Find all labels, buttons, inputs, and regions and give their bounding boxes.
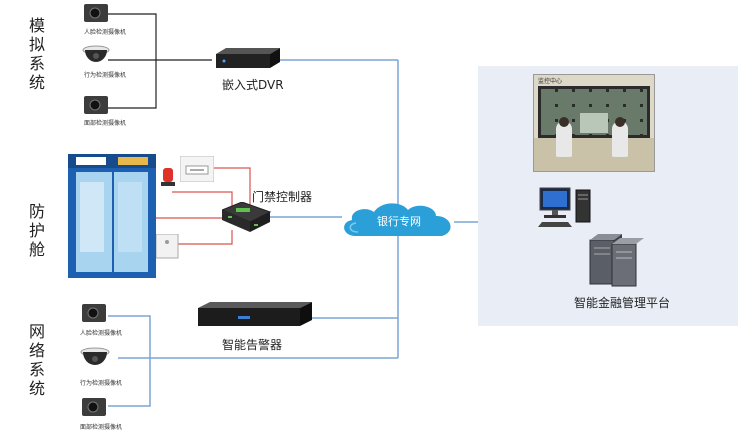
protection-booth-icon — [68, 154, 156, 278]
analog-behavior-camera-label: 行为检测摄像机 — [84, 72, 127, 79]
network-dome-camera-icon — [80, 347, 110, 365]
network-behavior-camera-label: 行为检测摄像机 — [80, 380, 123, 387]
sensor-box-icon — [156, 234, 179, 259]
access-controller-label: 门禁控制器 — [252, 190, 313, 204]
platform-label: 智能金融管理平台 — [574, 296, 671, 310]
red-link-2 — [172, 191, 233, 206]
analog-face-camera-label: 人脸检测摄像机 — [84, 29, 127, 36]
warning-light-icon — [161, 168, 175, 186]
network-mask-camera-icon — [82, 398, 106, 416]
red-link-4 — [178, 230, 233, 245]
network-face-camera-icon — [82, 304, 106, 322]
alarm-label: 智能告警器 — [222, 338, 283, 352]
alarm-device-icon — [198, 302, 312, 326]
monitor-center-label: 监控中心 — [538, 78, 563, 85]
cloud-label: 银行专网 — [377, 215, 421, 228]
protection-booth-label: 防护舱 — [28, 202, 45, 259]
network-face-camera-label: 人脸检测摄像机 — [80, 330, 123, 337]
server-icon — [589, 234, 644, 287]
pc-workstation-icon — [538, 187, 591, 227]
monitor-center-photo: 监控中心 — [533, 74, 655, 172]
analog-face-camera-icon — [84, 4, 108, 22]
analog-dome-camera-icon — [82, 45, 110, 62]
dvr-icon — [216, 48, 280, 68]
dvr-label: 嵌入式DVR — [222, 78, 284, 92]
analog-bus-line — [108, 13, 157, 109]
bank-network-cloud-icon — [344, 203, 451, 236]
network-bus-line — [108, 315, 151, 407]
network-mask-camera-label: 面部检测摄像机 — [80, 424, 123, 431]
red-link-1 — [212, 167, 251, 206]
access-controller-icon — [222, 202, 272, 232]
exit-button-icon — [180, 156, 214, 182]
analog-system-label: 模拟系统 — [28, 16, 45, 92]
analog-mask-camera-icon — [84, 96, 108, 114]
analog-mask-camera-label: 面部检测摄像机 — [84, 120, 127, 127]
network-system-label: 网络系统 — [28, 322, 45, 398]
